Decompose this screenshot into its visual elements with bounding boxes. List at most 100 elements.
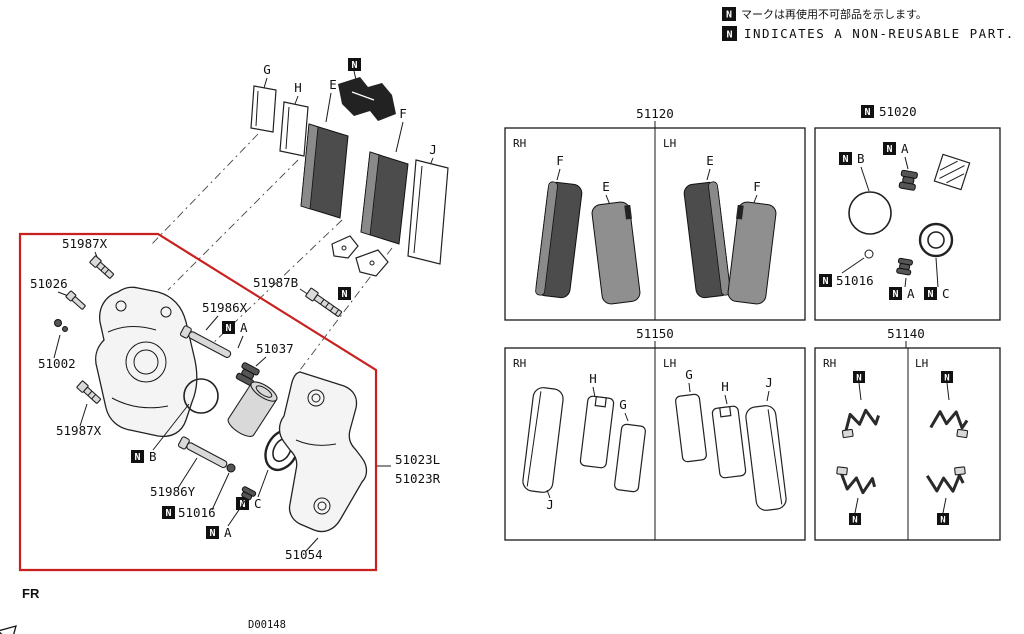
ref-label-a: A bbox=[901, 141, 909, 156]
callout-f-lh: F bbox=[753, 179, 761, 194]
n-symbol: N bbox=[822, 276, 828, 287]
part-label-51987x-bottom: 51987X bbox=[56, 423, 102, 438]
part-label-51016: 51016 bbox=[836, 273, 874, 288]
callout-h: H bbox=[294, 80, 302, 95]
n-symbol-box bbox=[839, 152, 852, 165]
shim-h-rh bbox=[579, 395, 615, 469]
highlight-outline bbox=[18, 232, 378, 572]
panel-51150: 51150 RH LH J H G G H J bbox=[504, 326, 806, 541]
callout-f-rh: F bbox=[556, 153, 564, 168]
part-label-51986x: 51986X bbox=[202, 300, 248, 315]
shim-h-lh bbox=[711, 405, 747, 479]
n-symbol: N bbox=[940, 516, 945, 526]
panel-51020: N 51020 N B N A N 51016 bbox=[814, 104, 1001, 321]
pin-boot-51037 bbox=[235, 362, 260, 387]
abutment-clip-1 bbox=[331, 235, 359, 259]
callout-j: J bbox=[429, 142, 437, 157]
non-reusable-notice-en: N INDICATES A NON-REUSABLE PART. bbox=[722, 26, 1013, 41]
fitting-51002 bbox=[54, 319, 62, 327]
gasket-part bbox=[933, 153, 971, 191]
n-symbol: N bbox=[726, 30, 732, 41]
pad-f-backing bbox=[360, 151, 380, 236]
guide-pin-bolt-bottom bbox=[76, 380, 102, 404]
fr-label: FR bbox=[22, 586, 40, 601]
callout-g: G bbox=[263, 62, 271, 77]
caliper-exploded-view: 51987X 51026 51002 51987X bbox=[30, 236, 368, 562]
n-symbol-box bbox=[131, 450, 144, 463]
ref-label-b: B bbox=[149, 449, 157, 464]
part-label-51054: 51054 bbox=[285, 547, 323, 562]
n-symbol-box bbox=[206, 526, 219, 539]
fr-arrow bbox=[0, 625, 17, 634]
n-symbol-box bbox=[162, 506, 175, 519]
retainer-clip-shape bbox=[338, 77, 396, 121]
panel-51020-frame bbox=[814, 127, 1001, 321]
pin-boot-a bbox=[241, 486, 257, 501]
n-symbol-box bbox=[924, 287, 937, 300]
pad-j-rh bbox=[522, 387, 564, 493]
side-label-rh: RH bbox=[513, 357, 526, 370]
n-symbol-box bbox=[819, 274, 832, 287]
callout-f: F bbox=[399, 106, 407, 121]
pad-f2-lh bbox=[727, 201, 777, 305]
doc-code: D00148 bbox=[248, 619, 286, 631]
n-symbol-box bbox=[883, 142, 896, 155]
part-label-51987x-top: 51987X bbox=[62, 236, 108, 251]
n-symbol-box bbox=[849, 513, 861, 525]
part-label-51026: 51026 bbox=[30, 276, 68, 291]
n-symbol: N bbox=[225, 323, 231, 334]
boot-a-part bbox=[898, 169, 918, 191]
panel-title-51150: 51150 bbox=[636, 326, 674, 341]
notice-jp-text: マークは再使用不可部品を示します。 bbox=[741, 7, 927, 21]
side-label-rh: RH bbox=[513, 137, 526, 150]
caliper-carrier-51054 bbox=[278, 371, 368, 533]
ref-label-a2: A bbox=[907, 286, 915, 301]
dust-boot-c-part bbox=[918, 222, 954, 258]
cap-51016-part bbox=[864, 249, 874, 259]
part-label-51987b: 51987B bbox=[253, 275, 298, 290]
guide-pin-bolt-top bbox=[89, 255, 115, 279]
callout-e: E bbox=[329, 77, 337, 92]
n-symbol: N bbox=[944, 374, 949, 384]
n-symbol: N bbox=[856, 374, 861, 384]
pad-e-rh bbox=[591, 201, 641, 305]
part-label-51037: 51037 bbox=[256, 341, 294, 356]
n-symbol: N bbox=[892, 289, 898, 300]
callout-g-rh: G bbox=[619, 397, 627, 412]
panel-title-51120: 51120 bbox=[636, 106, 674, 121]
n-symbol-box bbox=[861, 105, 874, 118]
side-label-lh: LH bbox=[663, 137, 676, 150]
panel-51120: 51120 RH LH F E E F bbox=[504, 106, 806, 321]
caliper-body bbox=[95, 286, 198, 438]
n-symbol: N bbox=[927, 289, 933, 300]
pad-j-shape bbox=[407, 159, 449, 265]
n-symbol-box bbox=[941, 371, 953, 383]
ref-label-b: B bbox=[857, 151, 865, 166]
shim-g-shape bbox=[250, 85, 277, 133]
abutment-clip-2 bbox=[355, 249, 389, 277]
fitting-51002-b bbox=[62, 326, 68, 332]
callout-j-rh: J bbox=[546, 497, 554, 512]
fr-direction-indicator: FR bbox=[0, 586, 40, 634]
bolt-51026 bbox=[65, 290, 86, 310]
n-symbol: N bbox=[726, 10, 732, 21]
n-symbol: N bbox=[341, 289, 347, 300]
non-reusable-notice-jp: N マークは再使用不可部品を示します。 bbox=[722, 7, 927, 21]
n-symbol-box bbox=[937, 513, 949, 525]
assembly-label-51023: 51023L 51023R bbox=[377, 452, 441, 486]
n-symbol-box bbox=[722, 26, 737, 41]
ref-label-a2: A bbox=[224, 525, 232, 540]
shim-h-shape bbox=[279, 101, 309, 157]
callout-h-lh: H bbox=[721, 379, 729, 394]
bleeder-51016 bbox=[226, 463, 236, 473]
part-label-51016: 51016 bbox=[178, 505, 216, 520]
fitting-clip-rh-2 bbox=[836, 466, 877, 495]
boot-a2-part bbox=[896, 257, 913, 276]
callout-j-lh: J bbox=[765, 375, 773, 390]
n-symbol: N bbox=[852, 516, 857, 526]
side-label-rh: RH bbox=[823, 357, 836, 370]
ref-label-c: C bbox=[254, 496, 262, 511]
callout-e-lh: E bbox=[706, 153, 714, 168]
